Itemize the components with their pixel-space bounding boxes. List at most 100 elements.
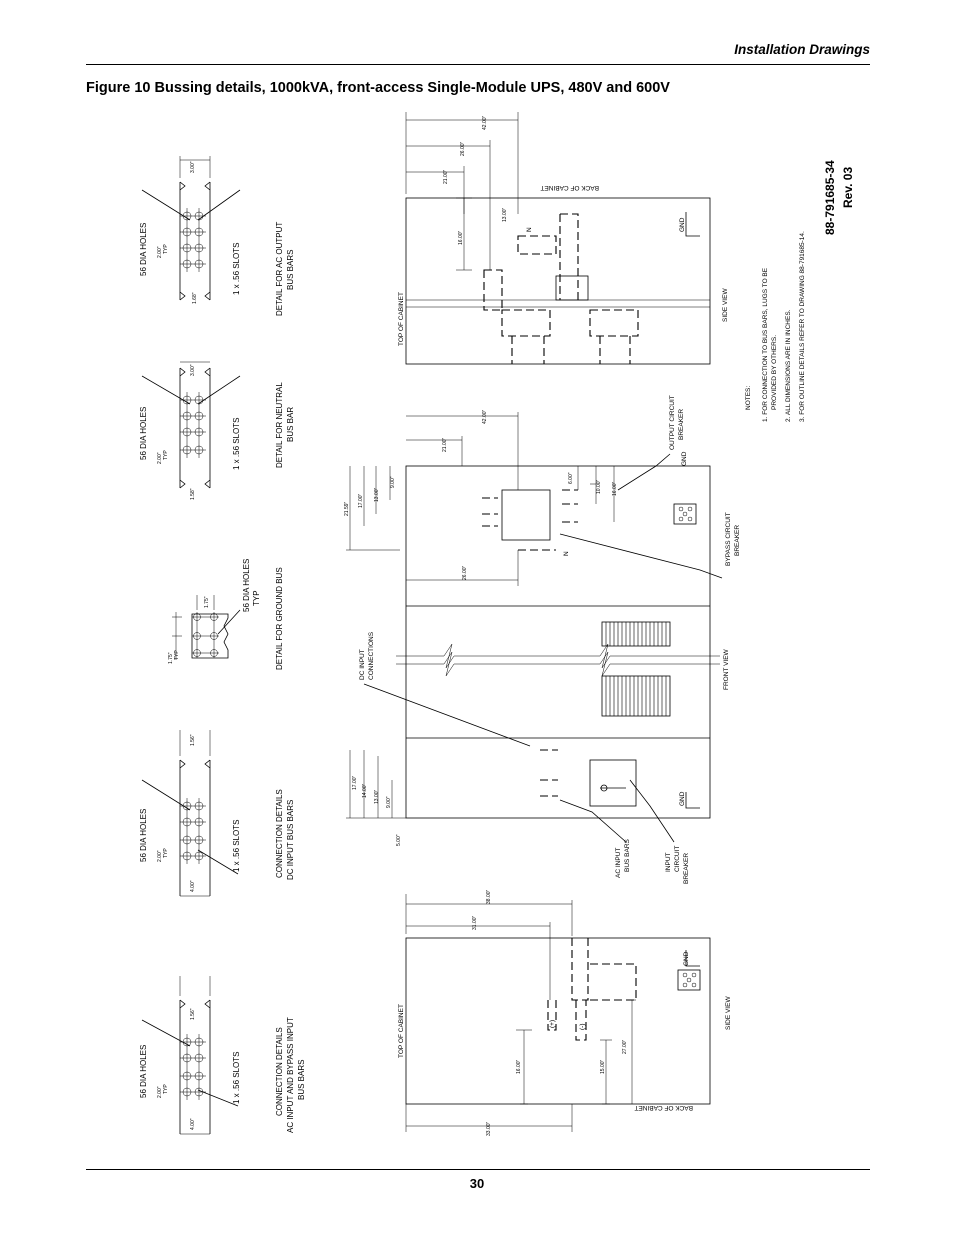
dim: 17.00" [352,775,358,790]
holes-label: 56 DIA HOLES [139,407,148,460]
side-view-top: 42.00" 26.00" 21.00" 16.00" 13.00" N GND… [398,112,729,365]
dim: 2.00" [157,246,163,258]
dim: 38.00" [486,889,492,904]
n-label: N [526,227,533,232]
note: 3. FOR OUTLINE DETAILS REFER TO DRAWING … [799,231,806,422]
gnd-label: GND [679,217,686,232]
dim: 6.00" [568,472,574,484]
dim: 1.75" [204,596,210,608]
dim: 42.00" [482,409,488,424]
notes-heading: NOTES: [745,386,752,410]
dim: 17.00" [358,493,364,508]
dim: 16.00" [458,230,464,245]
dim: 14.00" [362,783,368,798]
notes: NOTES: 1. FOR CONNECTION TO BUS BARS, LU… [745,231,806,422]
dim: 2.00" [157,1086,163,1098]
dim: 1.58" [190,488,196,500]
caption: DETAIL FOR GROUND BUS [275,567,284,670]
caption: DETAIL FOR NEUTRAL [275,382,284,468]
slots-label: 1 x .56 SLOTS [232,820,241,872]
figure-title: Figure 10 Bussing details, 1000kVA, fron… [86,80,670,96]
caption: DETAIL FOR AC OUTPUT [275,222,284,316]
caption: CONNECTION DETAILS [275,789,284,878]
input-breaker-label: INPUT [665,852,672,872]
bypass-breaker-label: BREAKER [734,525,741,556]
caption: BUS BARS [297,1060,306,1100]
dim: 1.68" [192,292,198,304]
dim: 13.00" [502,207,508,222]
slots-label: 1 x .56 SLOTS [232,418,241,470]
caption: CONNECTION DETAILS [275,1027,284,1116]
page-number: 30 [469,1176,485,1191]
dim: 27.00" [622,1039,628,1054]
ac-input-label: BUS BARS [624,838,631,872]
gnd-label: GND [683,951,690,966]
dim: 26.00" [462,565,468,580]
dim: 4.00" [190,880,196,892]
gnd-label: GND [679,791,686,806]
dim: 3.00" [190,161,196,173]
n-label: N [563,551,570,556]
note: 2. ALL DIMENSIONS ARE IN INCHES. [785,309,792,422]
dim: 13.00" [374,487,380,502]
dim: 9.00" [386,796,392,808]
detail-ac-output: 3.00" 1.68" 2.00" TYP 56 DIA HOLES 1 x .… [139,156,295,316]
dim: 9.00" [390,476,396,488]
dim-typ: TYP [163,848,169,858]
detail-neutral: 3.00" 1.58" 2.00" TYP 56 DIA HOLES 1 x .… [139,361,295,500]
top-of-cabinet: TOP OF CABINET [398,292,405,346]
dim: 21.00" [442,437,448,452]
dim: 1.75" [168,652,174,664]
holes-typ: TYP [252,590,261,606]
top-of-cabinet: TOP OF CABINET [398,1004,405,1058]
holes-label: 56 DIA HOLES [139,223,148,276]
dim: 21.59" [344,501,350,516]
grille-lines [605,622,667,716]
caption: DC INPUT BUS BARS [286,800,295,880]
dim: 16.00" [516,1059,522,1074]
dim: 13.00" [374,789,380,804]
caption: AC INPUT AND BYPASS INPUT [286,1017,295,1133]
side-view-bottom: 38.00" 31.00" 16.00" 15.00" 27.00" 33.00… [398,889,732,1136]
note: 1. FOR CONNECTION TO BUS BARS, LUGS TO B… [762,267,769,422]
dim: 26.00" [460,141,466,156]
dim: 2.00" [157,452,163,464]
dc-input-label: CONNECTIONS [368,631,375,680]
minus-label: (-) [579,1024,586,1031]
dim: 31.00" [472,915,478,930]
output-breaker-label: BREAKER [678,409,685,440]
plus-label: (+) [549,1020,556,1028]
dim: 5.00" [396,834,402,846]
dim-typ: TYP [163,450,169,460]
holes-label: 56 DIA HOLES [242,559,251,612]
section-title: Installation Drawings [734,42,870,57]
holes-label: 56 DIA HOLES [139,1045,148,1098]
dim-typ: TYP [163,244,169,254]
caption: BUS BAR [286,407,295,442]
front-view: 42.00" 21.00" 21.59" 17.00" 13.00" 9.00"… [344,395,741,884]
header-rule [86,64,870,65]
dim: 42.00" [482,115,488,130]
footer-rule [86,1169,870,1170]
slots-label: 1 x .56 SLOTS [232,243,241,295]
detail-ac-bypass-input: 1.56" 4.00" 2.00" TYP 56 DIA HOLES 1 x .… [139,976,306,1135]
dim: 15.00" [600,1059,606,1074]
front-view-label: FRONT VIEW [723,648,730,690]
bypass-breaker-label: BYPASS CIRCUIT [725,512,732,566]
dim-typ: TYP [163,1084,169,1094]
drawing-revision: Rev. 03 [841,167,855,208]
input-breaker-label: BREAKER [683,853,690,884]
back-of-cabinet: BACK OF CABINET [634,1104,693,1111]
drawing-number: 88-791685-34 [823,160,837,235]
dim: 1.56" [190,734,196,746]
dim: 4.00" [190,1118,196,1130]
back-of-cabinet: BACK OF CABINET [540,184,599,191]
detail-dc-input: 1.56" 4.00" 2.00" TYP 56 DIA HOLES 1 x .… [139,730,295,897]
dim-typ: TYP [174,650,180,660]
side-view-label: SIDE VIEW [725,996,732,1030]
dim: 1.56" [190,1008,196,1020]
input-breaker-label: CIRCUIT [674,846,681,872]
dim: 2.00" [157,850,163,862]
dim: 3.00" [190,364,196,376]
